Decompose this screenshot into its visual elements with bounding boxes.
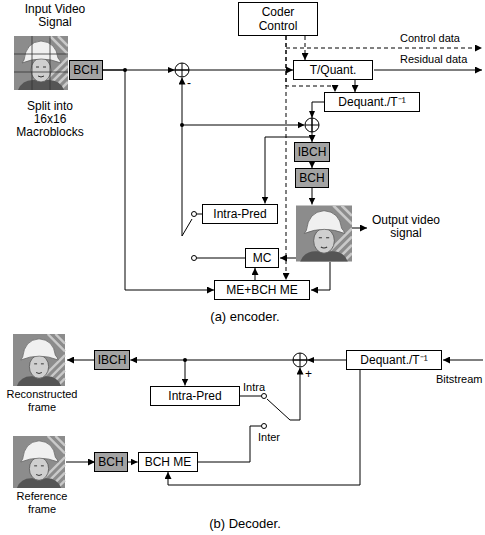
control-wire	[286, 48, 482, 49]
signal-label: Residual data	[400, 53, 467, 66]
note-label: Split into 16x16 Macroblocks	[10, 100, 90, 139]
wires	[66, 48, 483, 462]
box-text: Intra-Pred	[213, 207, 266, 221]
signal-arrow	[312, 102, 324, 142]
reconstruct-wire	[67, 360, 95, 361]
box-text: IBCH	[298, 145, 327, 159]
input-label: Input Video Signal	[19, 3, 91, 29]
output-wire	[352, 228, 367, 229]
residual-wire	[374, 70, 482, 71]
frame-label: Reference frame	[2, 490, 82, 516]
process-box: Dequant./T⁻¹	[346, 350, 442, 370]
process-box: Intra-Pred	[150, 386, 240, 406]
signal-arrow	[103, 70, 293, 71]
process-box: BCH ME	[138, 452, 199, 472]
transform-block: BCH	[94, 452, 127, 472]
box-text: BCH	[299, 171, 324, 185]
switch-contact	[262, 394, 267, 399]
signal-arrow	[130, 360, 346, 361]
box-text: BCH	[73, 63, 98, 77]
process-box: Dequant./T⁻¹	[324, 92, 420, 112]
prediction-wire	[182, 78, 183, 237]
box-text: ME+BCH ME	[226, 283, 298, 297]
box-text: BCH ME	[145, 455, 192, 469]
signal-label: Bitstream	[436, 373, 482, 386]
reference-frame	[13, 436, 65, 488]
signal-label: Control data	[400, 32, 460, 45]
adders	[175, 63, 319, 367]
frame-label: Reconstructed frame	[2, 388, 82, 414]
switch-label: Inter	[258, 431, 280, 444]
transform-block: IBCH	[294, 142, 331, 162]
inter-wire	[197, 258, 246, 259]
output-wire	[312, 187, 313, 205]
switch-contact	[192, 212, 197, 217]
switch-lever	[267, 399, 290, 420]
box-text: Intra-Pred	[168, 389, 221, 403]
control-arrow	[286, 36, 287, 280]
signal-arrow	[255, 268, 256, 280]
transform-block: IBCH	[94, 350, 131, 370]
switch-lever	[182, 219, 192, 236]
box-text: Dequant./T⁻¹	[360, 353, 427, 367]
prediction-wire	[290, 368, 300, 421]
intra-input-wire	[185, 360, 186, 386]
process-box: MC	[245, 248, 279, 268]
signal-arrow	[128, 462, 138, 463]
box-text: MC	[253, 251, 272, 265]
reference-wire	[311, 262, 330, 290]
intra-wire	[240, 396, 262, 397]
prediction-wire	[182, 125, 305, 126]
inter-wire	[198, 426, 262, 462]
sign-label: +	[305, 368, 312, 381]
box-text: Dequant./T⁻¹	[338, 95, 405, 109]
switch-contact	[262, 424, 267, 429]
box-text: Coder Control	[245, 5, 311, 33]
output-label: Output video signal	[370, 214, 442, 240]
bitstream-wire	[443, 360, 483, 361]
junctions	[123, 67, 315, 363]
signal-arrow	[355, 80, 356, 92]
signal-arrow	[103, 70, 214, 290]
sign-label: -	[187, 77, 191, 90]
macroblock-grid	[14, 36, 68, 90]
process-box: Intra-Pred	[202, 204, 278, 224]
process-box: ME+BCH ME	[214, 280, 310, 300]
box-text: T/Quant.	[310, 63, 357, 77]
output-frame	[296, 206, 352, 262]
box-text: BCH	[98, 455, 123, 469]
reconstructed-frame	[13, 334, 65, 386]
process-box: T/Quant.	[293, 60, 373, 80]
box-text: IBCH	[98, 353, 127, 367]
reference-wire	[280, 258, 296, 259]
switch-label: Intra	[243, 381, 265, 394]
subcaption: (a) encoder.	[180, 310, 310, 323]
junction-dot	[180, 123, 184, 127]
reference-wire	[66, 462, 95, 463]
subcaption: (b) Decoder.	[180, 517, 310, 530]
switch-contact	[192, 256, 197, 261]
process-box: Coder Control	[238, 2, 318, 36]
input-frame	[14, 36, 68, 90]
transform-block: BCH	[69, 60, 102, 80]
transform-block: BCH	[295, 168, 329, 188]
control-arrow	[305, 36, 306, 60]
